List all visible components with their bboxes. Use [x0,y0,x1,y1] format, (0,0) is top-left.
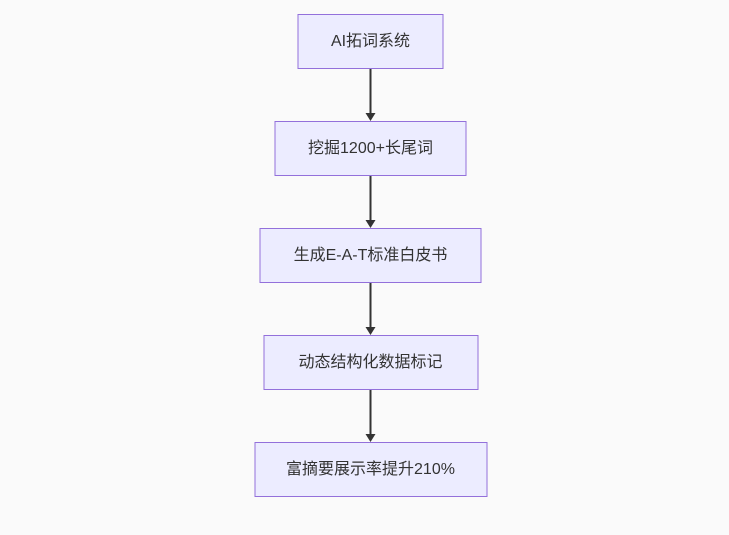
flow-arrow-4 [365,390,376,442]
flow-arrow-2 [365,176,376,228]
flow-node-structured-data-markup: 动态结构化数据标记 [263,335,478,390]
flowchart: AI拓词系统 挖掘1200+长尾词 生成E-A-T标准白皮书 动态结构化数据标记… [254,14,487,497]
flow-arrow-3 [365,283,376,335]
flow-node-eat-whitepaper: 生成E-A-T标准白皮书 [259,228,482,283]
flow-node-longtail-mining: 挖掘1200+长尾词 [274,121,467,176]
arrow-line [369,283,372,327]
arrowhead-down-icon [365,220,376,228]
flow-node-rich-snippet-rate: 富摘要展示率提升210% [254,442,487,497]
arrowhead-down-icon [365,113,376,121]
flow-arrow-1 [365,69,376,121]
arrowhead-down-icon [365,434,376,442]
flow-node-ai-keyword-system: AI拓词系统 [297,14,444,69]
arrow-line [369,390,372,434]
arrow-line [369,176,372,220]
arrow-line [369,69,372,113]
arrowhead-down-icon [365,327,376,335]
